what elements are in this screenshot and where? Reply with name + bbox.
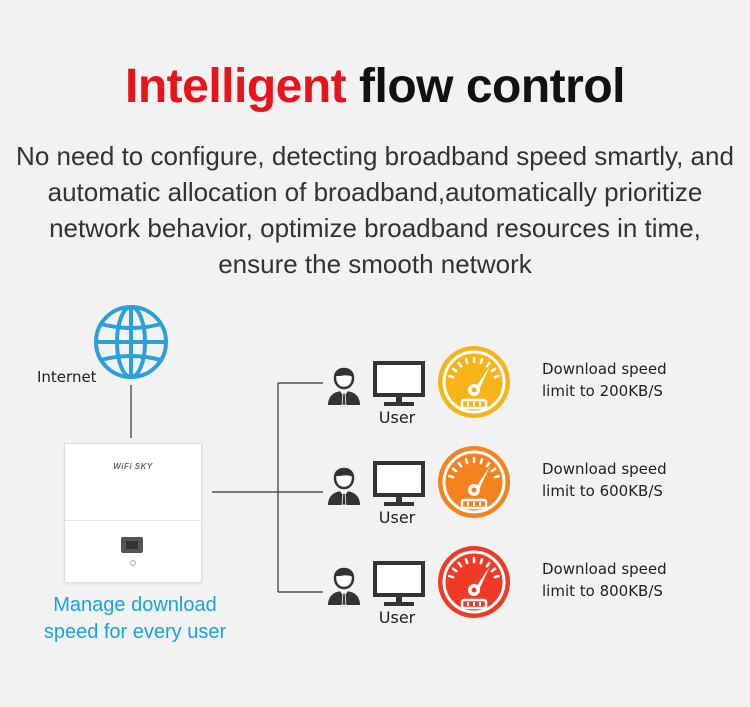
speed-limit-line-1: Download speed: [542, 460, 667, 478]
speedometer-icon: [438, 346, 510, 418]
speed-limit-line-1: Download speed: [542, 360, 667, 378]
speed-limit-line-2: limit to 200KB/S: [542, 382, 663, 400]
speedometer-icon: [438, 546, 510, 618]
globe-icon: [94, 305, 168, 379]
speed-limit-text: Download speed limit to 800KB/S: [542, 558, 742, 602]
internet-label: Internet: [37, 368, 97, 386]
description-text: No need to configure, detecting broadban…: [16, 141, 734, 279]
ethernet-port-icon: [121, 537, 143, 553]
monitor-icon: [373, 361, 425, 406]
user-label: User: [378, 408, 416, 427]
speed-limit-text: Download speed limit to 600KB/S: [542, 458, 742, 502]
manage-line-1: Manage download: [53, 594, 217, 616]
wall-ap-device: WiFi SKY: [64, 443, 202, 583]
manage-line-2: speed for every user: [43, 621, 227, 643]
user-label: User: [378, 608, 416, 627]
monitor-icon: [373, 461, 425, 506]
user-label: User: [378, 508, 416, 527]
page-title: Intelligent flow control: [0, 58, 750, 116]
title-rest: flow control: [359, 60, 625, 113]
user-person-icon: [328, 367, 360, 406]
monitor-icon: [373, 561, 425, 606]
title-highlight: Intelligent: [125, 60, 347, 113]
user-person-icon: [328, 567, 360, 606]
speed-limit-line-2: limit to 800KB/S: [542, 582, 663, 600]
speed-limit-line-2: limit to 600KB/S: [542, 482, 663, 500]
manage-caption: Manage download speed for every user: [20, 592, 250, 646]
speed-limit-text: Download speed limit to 200KB/S: [542, 358, 742, 402]
device-divider: [65, 520, 201, 521]
device-brand: WiFi SKY: [113, 462, 153, 471]
user-person-icon: [328, 467, 360, 506]
status-led: [130, 560, 136, 566]
speed-limit-line-1: Download speed: [542, 560, 667, 578]
speedometer-icon: [438, 446, 510, 518]
